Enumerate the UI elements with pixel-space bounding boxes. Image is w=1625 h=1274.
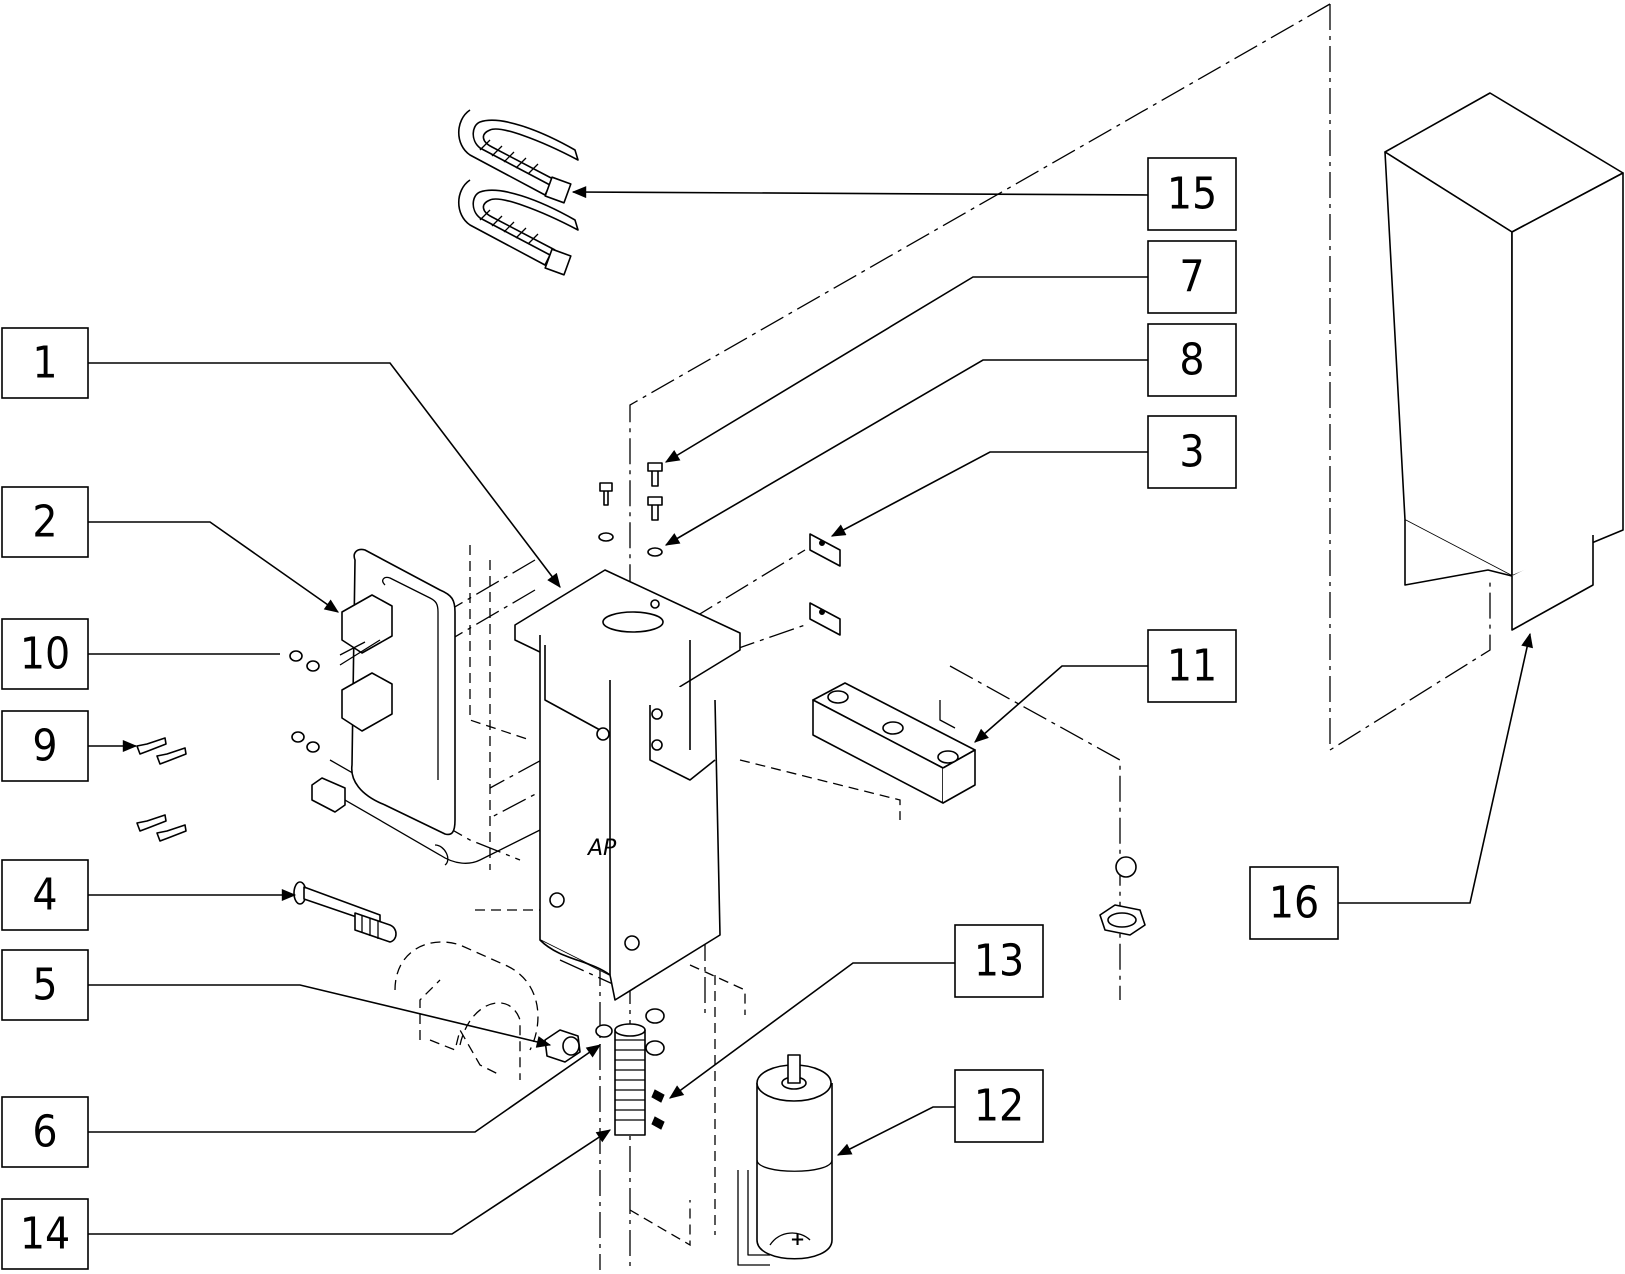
callout-15: 15	[1147, 157, 1237, 231]
motor-part: +	[737, 1054, 833, 1266]
embossed-mark: AP	[586, 836, 617, 861]
svg-text:9: 9	[32, 721, 57, 772]
cover-part	[1384, 92, 1624, 631]
callout-14: 14	[1, 1198, 89, 1270]
svg-text:3: 3	[1179, 427, 1204, 478]
wear-plate-parts	[809, 533, 841, 636]
callout-7: 7	[1147, 240, 1237, 314]
svg-text:10: 10	[20, 629, 70, 680]
pivot-bolt-parts	[293, 881, 581, 1063]
fastener-parts	[136, 462, 663, 842]
callout-9: 9	[1, 710, 89, 782]
cable-tie-parts	[457, 109, 579, 276]
drive-screw-parts	[595, 1008, 665, 1136]
svg-text:14: 14	[20, 1209, 70, 1260]
callout-11: 11	[1147, 629, 1237, 703]
mounting-bracket-part: AP	[514, 569, 741, 1001]
cam-phantom	[394, 941, 539, 1080]
leader-lines	[88, 186, 1533, 1235]
callout-8: 8	[1147, 323, 1237, 397]
callout-2: 2	[1, 486, 89, 558]
svg-text:4: 4	[32, 870, 57, 921]
motor-polarity-mark: +	[790, 1229, 805, 1250]
callout-16: 16	[1249, 866, 1339, 940]
svg-text:2: 2	[32, 497, 57, 548]
svg-text:5: 5	[32, 960, 57, 1011]
svg-text:7: 7	[1179, 252, 1204, 303]
svg-text:13: 13	[974, 936, 1024, 987]
slide-block-parts	[812, 682, 1146, 936]
callout-5: 5	[1, 949, 89, 1021]
svg-text:12: 12	[974, 1081, 1024, 1132]
svg-text:8: 8	[1179, 335, 1204, 386]
callout-13: 13	[954, 924, 1044, 998]
limit-switch-parts	[311, 548, 541, 866]
callout-1: 1	[1, 327, 89, 399]
svg-text:1: 1	[32, 338, 57, 389]
svg-text:16: 16	[1269, 878, 1319, 929]
callout-4: 4	[1, 859, 89, 931]
svg-text:15: 15	[1167, 169, 1217, 220]
callout-12: 12	[954, 1069, 1044, 1143]
svg-text:6: 6	[32, 1107, 57, 1158]
callout-6: 6	[1, 1096, 89, 1168]
svg-text:11: 11	[1167, 641, 1217, 692]
callout-3: 3	[1147, 415, 1237, 489]
callout-10: 10	[1, 618, 89, 690]
